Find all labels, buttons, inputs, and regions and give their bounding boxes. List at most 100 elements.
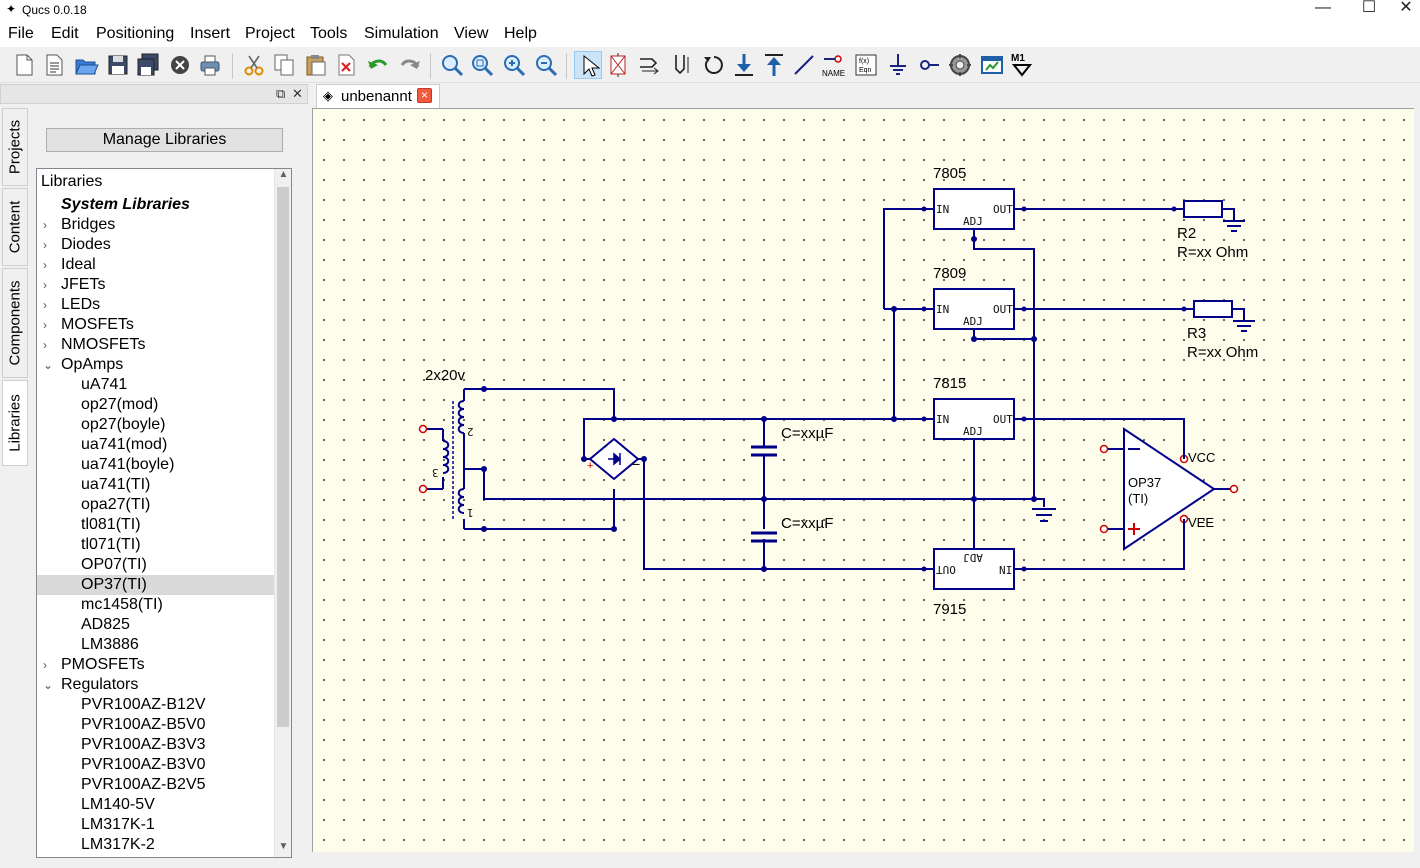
mirror-x-icon[interactable] xyxy=(636,51,664,79)
tree-group-item[interactable]: ›Ideal xyxy=(37,255,275,275)
new-file-icon[interactable] xyxy=(10,51,38,79)
chevron-right-icon[interactable]: › xyxy=(43,218,47,232)
chevron-down-icon[interactable]: ⌄ xyxy=(43,358,54,372)
scroll-thumb[interactable] xyxy=(277,187,289,727)
schematic-canvas[interactable]: + − xyxy=(312,108,1420,868)
zoom-fit-icon[interactable] xyxy=(438,51,466,79)
menu-insert[interactable]: Insert xyxy=(190,25,231,42)
tree-group-item[interactable]: ›JFETs xyxy=(37,275,275,295)
menu-view[interactable]: View xyxy=(454,25,489,42)
paste-icon[interactable] xyxy=(302,51,330,79)
menu-tools[interactable]: Tools xyxy=(310,25,348,42)
tree-group-item[interactable]: ›Diodes xyxy=(37,235,275,255)
tree-group-item[interactable]: ›LEDs xyxy=(37,295,275,315)
copy-icon[interactable] xyxy=(270,51,298,79)
undo-icon[interactable] xyxy=(364,51,392,79)
tree-leaf-item[interactable]: op27(boyle) xyxy=(37,415,275,435)
tree-group-item[interactable]: ⌄OpAmps xyxy=(37,355,275,375)
wire-icon[interactable] xyxy=(790,51,818,79)
tree-leaf-item[interactable]: mc1458(TI) xyxy=(37,595,275,615)
menu-project[interactable]: Project xyxy=(245,25,295,42)
tree-group-item[interactable]: ›NMOSFETs xyxy=(37,335,275,355)
port-icon[interactable] xyxy=(914,51,942,79)
save-all-icon[interactable] xyxy=(134,51,162,79)
close-window-button[interactable]: ✕ xyxy=(1399,0,1413,16)
tree-leaf-item[interactable]: OP07(TI) xyxy=(37,555,275,575)
tree-leaf-item[interactable]: LM3886 xyxy=(37,635,275,655)
tree-group-item[interactable]: ›Bridges xyxy=(37,215,275,235)
cut-icon[interactable] xyxy=(240,51,268,79)
vertical-scrollbar[interactable] xyxy=(1414,108,1420,852)
label-icon[interactable]: NAME xyxy=(820,51,848,79)
go-into-subcircuit-icon[interactable] xyxy=(730,51,758,79)
tree-leaf-item[interactable]: ua741(boyle) xyxy=(37,455,275,475)
tree-leaf-item[interactable]: ua741(mod) xyxy=(37,435,275,455)
chevron-right-icon[interactable]: › xyxy=(43,658,47,672)
tree-leaf-item[interactable]: tl071(TI) xyxy=(37,535,275,555)
print-icon[interactable] xyxy=(196,51,224,79)
pop-out-icon[interactable] xyxy=(760,51,788,79)
tree-leaf-item[interactable]: LM317K-2 xyxy=(37,835,275,855)
tree-leaf-item[interactable]: PVR100AZ-B3V0 xyxy=(37,755,275,775)
tree-leaf-item[interactable]: PVR100AZ-B3V3 xyxy=(37,735,275,755)
menu-positioning[interactable]: Positioning xyxy=(96,25,175,42)
menu-simulation[interactable]: Simulation xyxy=(364,25,439,42)
horizontal-scrollbar[interactable] xyxy=(312,852,1420,868)
tree-leaf-item[interactable]: uA741 xyxy=(37,375,275,395)
document-tab[interactable]: ◈ unbenannt × xyxy=(316,84,440,108)
manage-libraries-button[interactable]: Manage Libraries xyxy=(46,128,283,152)
tree-leaf-item[interactable]: op27(mod) xyxy=(37,395,275,415)
tree-leaf-item[interactable]: AD825 xyxy=(37,615,275,635)
zoom-out-icon[interactable] xyxy=(532,51,560,79)
menu-edit[interactable]: Edit xyxy=(51,25,79,42)
dock-close-button[interactable]: ✕ xyxy=(292,86,303,101)
equation-icon[interactable]: f(x)Eqn xyxy=(852,51,880,79)
deactivate-icon[interactable] xyxy=(604,51,632,79)
menu-file[interactable]: File xyxy=(8,25,34,42)
tree-leaf-item[interactable]: PVR100AZ-B2V5 xyxy=(37,775,275,795)
tree-leaf-item[interactable]: LM317K-1 xyxy=(37,815,275,835)
tree-leaf-item[interactable]: LM140-5V xyxy=(37,795,275,815)
tab-projects[interactable]: Projects xyxy=(2,108,28,186)
zoom-selection-icon[interactable] xyxy=(468,51,496,79)
select-icon[interactable] xyxy=(574,51,602,79)
minimize-button[interactable]: — xyxy=(1315,0,1331,16)
tree-leaf-item[interactable]: opa27(TI) xyxy=(37,495,275,515)
chevron-down-icon[interactable]: ⌄ xyxy=(43,678,54,692)
tree-group-item[interactable]: ›PMOSFETs xyxy=(37,655,275,675)
save-icon[interactable] xyxy=(104,51,132,79)
menu-help[interactable]: Help xyxy=(504,25,537,42)
scroll-down-icon[interactable]: ▼ xyxy=(278,841,289,852)
chevron-right-icon[interactable]: › xyxy=(43,318,47,332)
library-tree[interactable]: Libraries System Libraries›Bridges›Diode… xyxy=(36,168,292,858)
chevron-right-icon[interactable]: › xyxy=(43,338,47,352)
tree-leaf-item[interactable]: OP37(TI) xyxy=(37,575,275,595)
redo-icon[interactable] xyxy=(396,51,424,79)
simulate-icon[interactable] xyxy=(946,51,974,79)
dock-float-button[interactable]: ⧉ xyxy=(276,86,286,101)
delete-icon[interactable] xyxy=(332,51,360,79)
tree-leaf-item[interactable]: tl081(TI) xyxy=(37,515,275,535)
scroll-up-icon[interactable]: ▲ xyxy=(278,169,289,180)
tree-group-item[interactable]: ›MOSFETs xyxy=(37,315,275,335)
tab-content[interactable]: Content xyxy=(2,188,28,266)
view-data-icon[interactable] xyxy=(978,51,1006,79)
ground-icon[interactable] xyxy=(884,51,912,79)
chevron-right-icon[interactable]: › xyxy=(43,258,47,272)
close-doc-icon[interactable] xyxy=(166,51,194,79)
marker-icon[interactable]: M1 xyxy=(1008,51,1036,79)
tab-libraries[interactable]: Libraries xyxy=(2,380,28,466)
new-text-icon[interactable] xyxy=(40,51,68,79)
tree-leaf-item[interactable]: ua741(TI) xyxy=(37,475,275,495)
rotate-icon[interactable] xyxy=(700,51,728,79)
tree-leaf-item[interactable]: PVR100AZ-B12V xyxy=(37,695,275,715)
tree-group-item[interactable]: ⌄Regulators xyxy=(37,675,275,695)
maximize-button[interactable]: ☐ xyxy=(1361,0,1377,16)
chevron-right-icon[interactable]: › xyxy=(43,278,47,292)
mirror-y-icon[interactable] xyxy=(668,51,696,79)
open-icon[interactable] xyxy=(72,51,100,79)
tree-group-item[interactable]: System Libraries xyxy=(37,195,275,215)
tree-leaf-item[interactable]: PVR100AZ-B5V0 xyxy=(37,715,275,735)
tree-scrollbar[interactable]: ▲ ▼ xyxy=(274,169,291,857)
zoom-in-icon[interactable] xyxy=(500,51,528,79)
